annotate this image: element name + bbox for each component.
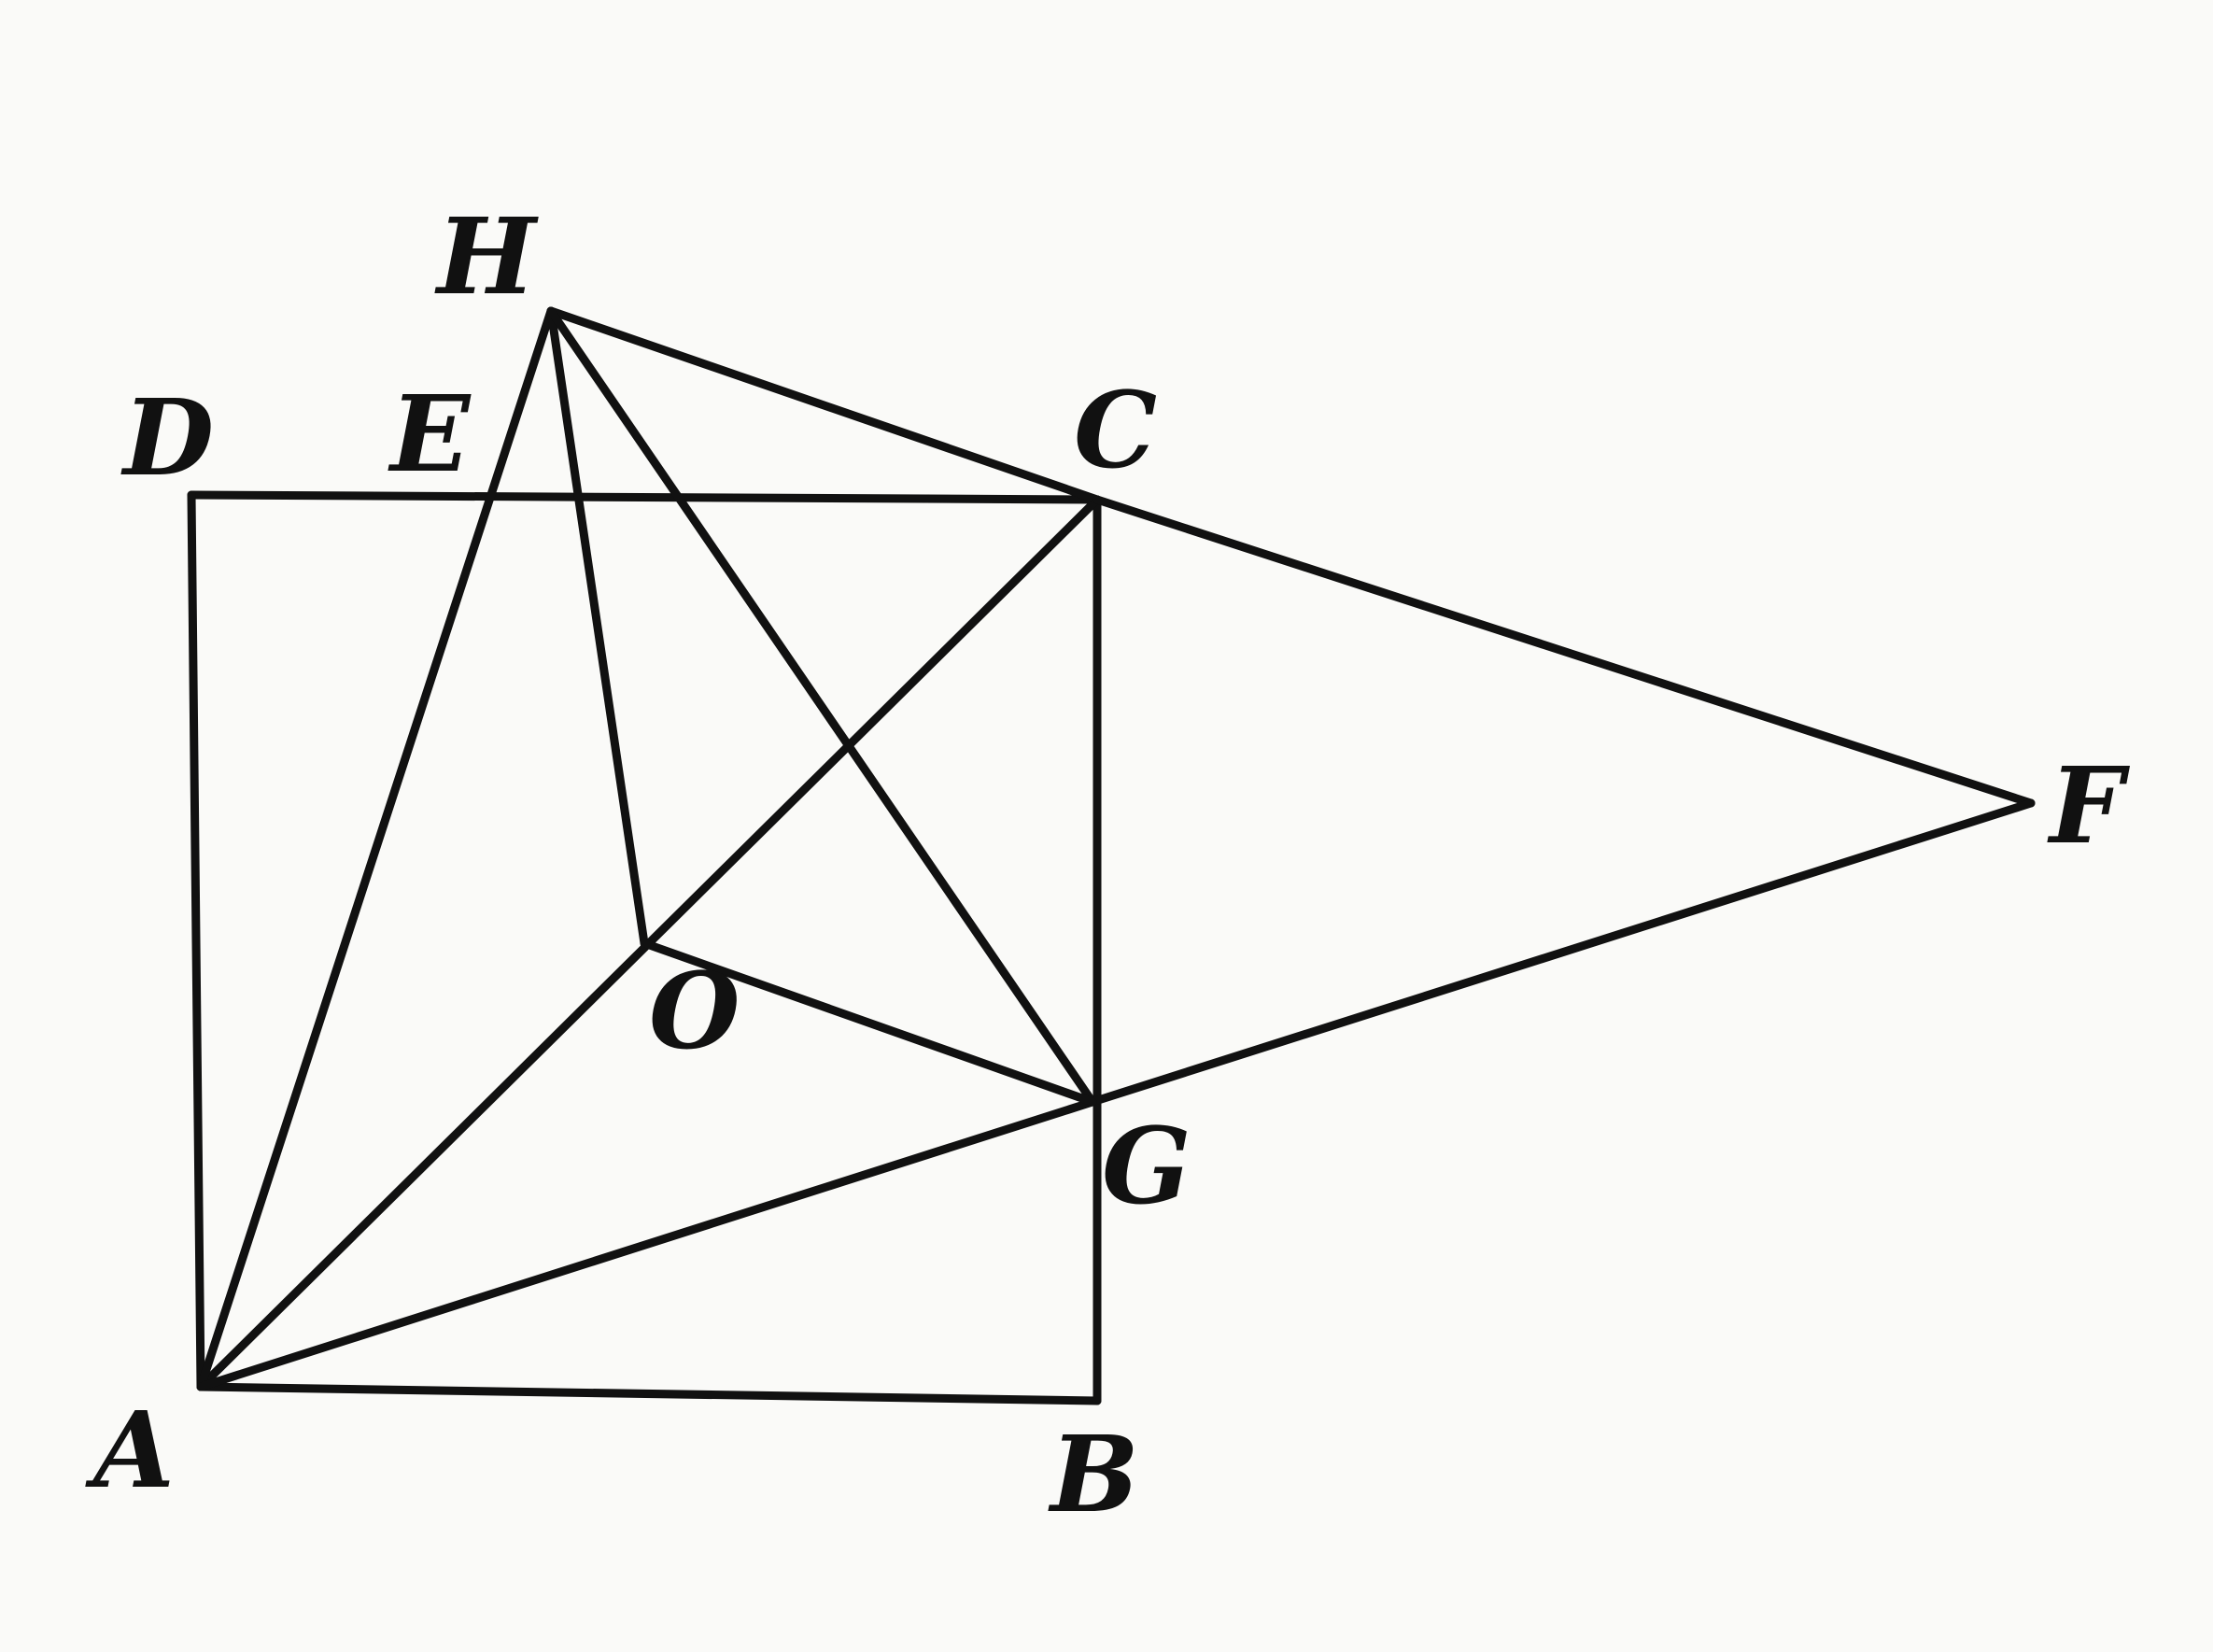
label-E: E	[388, 374, 472, 496]
segment-AB	[196, 1382, 1102, 1405]
segment-CF	[1092, 495, 2036, 808]
label-G: G	[1102, 1106, 1191, 1228]
segment-GF	[1088, 798, 2036, 1107]
label-F: F	[2047, 745, 2131, 868]
segment-HC	[546, 306, 1102, 504]
segments-group	[187, 306, 2036, 1405]
label-C: C	[1074, 370, 1157, 492]
segment-AG	[196, 1097, 1097, 1391]
labels-group: H D E C F O G A B	[85, 196, 2131, 1536]
label-A: A	[85, 1390, 175, 1512]
label-B: B	[1048, 1414, 1139, 1536]
segment-CD	[187, 490, 1102, 504]
segment-OG	[640, 939, 1097, 1107]
segment-DA	[187, 490, 205, 1391]
label-H: H	[434, 196, 539, 318]
label-O: O	[649, 951, 740, 1073]
segment-HG	[546, 306, 1097, 1107]
segment-HO	[546, 306, 649, 948]
label-D: D	[120, 377, 214, 500]
segment-AH	[196, 306, 556, 1391]
